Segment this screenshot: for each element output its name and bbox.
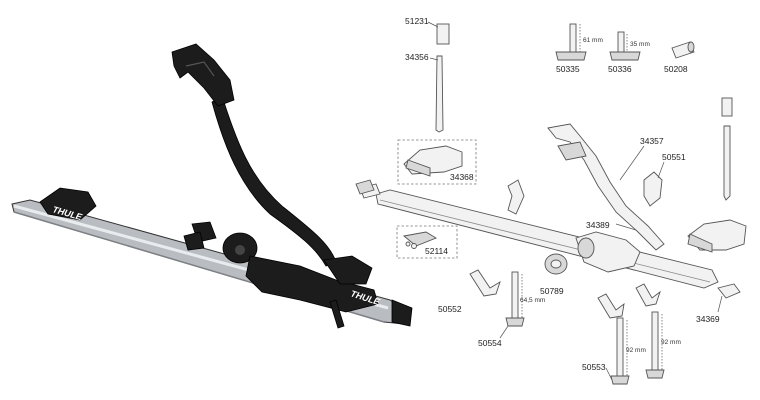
rail-end-cap xyxy=(391,299,413,327)
part-number-34389: 34389 xyxy=(586,220,610,230)
part-34356: 34356 xyxy=(405,52,444,133)
part-number-50208: 50208 xyxy=(664,64,688,74)
part-50554: 64,5 mm 50554 xyxy=(478,271,545,348)
part-number-50336: 50336 xyxy=(608,64,632,74)
part-34389: 34389 xyxy=(586,220,637,231)
part-34368: 34368 xyxy=(397,139,477,185)
part-number-50553: 50553 xyxy=(582,362,606,372)
dim-64-5mm: 64,5 mm xyxy=(520,297,545,304)
strap-right xyxy=(635,283,661,307)
strap-center xyxy=(597,293,625,319)
right-rod xyxy=(721,97,733,201)
exploded-frame-arm xyxy=(547,123,665,251)
right-wheel-holder xyxy=(687,219,747,253)
part-number-50335: 50335 xyxy=(556,64,580,74)
part-50552: 50552 xyxy=(438,269,501,314)
part-number-34356: 34356 xyxy=(405,52,429,62)
part-number-50554: 50554 xyxy=(478,338,502,348)
part-number-34369: 34369 xyxy=(696,314,720,324)
part-50208: 50208 xyxy=(664,41,695,74)
part-51231: 51231 xyxy=(405,16,450,45)
dim-35mm: 35 mm xyxy=(630,41,650,48)
frame-holder-arm xyxy=(211,95,337,267)
assembled-bike-carrier: THULE THULE xyxy=(11,43,413,329)
part-34357: 34357 xyxy=(619,136,664,181)
part-number-52114: 52114 xyxy=(425,246,448,256)
dim-61mm: 61 mm xyxy=(583,37,603,44)
part-50551: 50551 xyxy=(643,152,686,207)
part-number-34357: 34357 xyxy=(640,136,664,146)
rail-knob-assembly xyxy=(575,231,641,273)
dim-92mm-a: 92 mm xyxy=(626,347,646,354)
dim-92mm-b: 92 mm xyxy=(661,339,681,346)
part-34369: 34369 xyxy=(696,283,741,324)
rail-clamp-left xyxy=(507,179,525,215)
part-50789: 50789 xyxy=(540,253,568,296)
part-number-50789: 50789 xyxy=(540,286,564,296)
rail-end-bracket xyxy=(355,179,375,195)
part-number-50551: 50551 xyxy=(662,152,686,162)
part-number-34368: 34368 xyxy=(450,172,474,182)
part-52114: 52114 xyxy=(396,225,458,259)
rear-wheel-holder xyxy=(245,255,379,313)
frame-clamp-jaws xyxy=(171,43,235,107)
part-50335: 61 mm 50335 xyxy=(555,23,603,74)
part-50336: 35 mm 50336 xyxy=(608,31,650,74)
part-number-51231: 51231 xyxy=(405,16,429,26)
part-50553: 92 mm 92 mm 50553 xyxy=(582,311,681,385)
front-wheel-holder xyxy=(39,187,97,221)
part-number-50552: 50552 xyxy=(438,304,462,314)
